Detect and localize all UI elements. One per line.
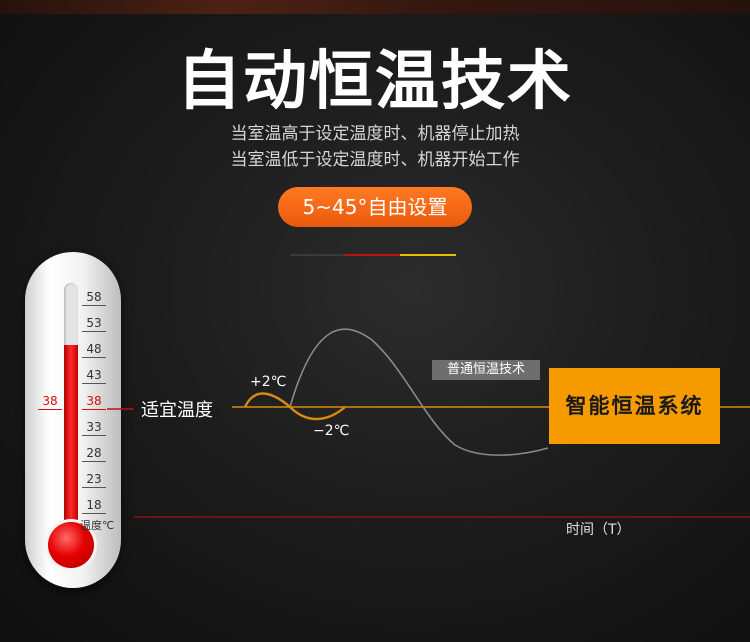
comfort-temperature-label: 适宜温度	[141, 400, 213, 421]
thermometer-mercury	[64, 345, 78, 540]
top-glow-strip	[0, 0, 750, 14]
scale-tick-33: 33	[82, 420, 106, 436]
thermometer-bulb	[48, 522, 94, 568]
scale-tick-48: 48	[82, 342, 106, 358]
scale-tick-53: 53	[82, 316, 106, 332]
divider-segment-dark	[290, 254, 345, 256]
temperature-range-badge: 5~45°自由设置	[278, 187, 472, 227]
scale-tick-28: 28	[82, 446, 106, 462]
scale-tick-23: 23	[82, 472, 106, 488]
scale-tick-43: 43	[82, 368, 106, 384]
plus-two-degrees-label: +2℃	[250, 374, 287, 390]
normal-tech-curve	[289, 328, 549, 456]
smart-tech-box: 智能恒温系统	[549, 368, 720, 444]
subtitle-line-1: 当室温高于设定温度时、机器停止加热	[230, 124, 520, 144]
scale-tick-18: 18	[82, 498, 106, 514]
divider-segment-yellow	[400, 254, 456, 256]
plus-deviation-curve	[243, 392, 291, 408]
page-title: 自动恒温技术	[177, 45, 573, 119]
minus-two-degrees-label: −2℃	[313, 423, 350, 439]
divider-segment-red	[345, 254, 400, 256]
minus-deviation-curve	[289, 406, 346, 421]
thermometer-unit-label: 温度℃	[80, 519, 115, 532]
scale-tick-38: 38	[82, 394, 106, 410]
scale-tick-left-38: 38	[38, 394, 62, 410]
normal-tech-tag: 普通恒温技术	[432, 360, 540, 380]
scale-tick-58: 58	[82, 290, 106, 306]
subtitle-line-2: 当室温低于设定温度时、机器开始工作	[230, 150, 520, 170]
time-axis-label: 时间（T）	[566, 522, 631, 538]
